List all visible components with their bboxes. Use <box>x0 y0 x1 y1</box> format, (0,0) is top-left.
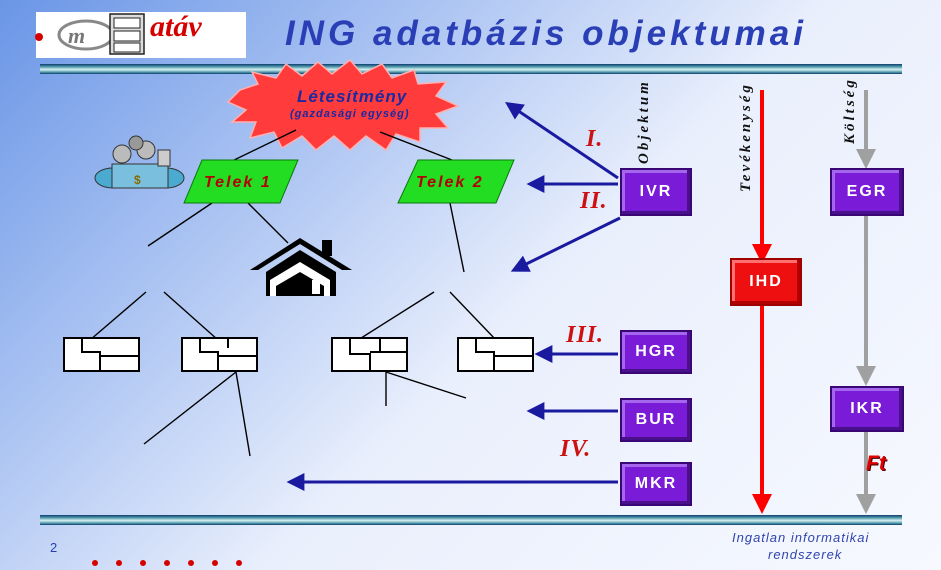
footer-dot <box>188 560 194 566</box>
logo: m <box>36 12 246 58</box>
tevekenyseg-column-label: Tevékenység <box>738 82 754 192</box>
footer-dot <box>116 560 122 566</box>
footer-dot <box>92 560 98 566</box>
telek1-label: Telek 1 <box>204 174 272 191</box>
telek2-shape <box>397 159 515 204</box>
house-icon <box>250 238 352 296</box>
mkr-box: MKR <box>620 462 692 506</box>
ikr-box: IKR <box>830 386 904 432</box>
logo-text: atáv <box>150 10 202 43</box>
letesitmeny-starburst <box>226 58 460 152</box>
ft-label: Ft <box>866 452 886 475</box>
telek1-shape <box>183 159 299 204</box>
hgr-box: HGR <box>620 330 692 374</box>
ivr-box: IVR <box>620 168 692 216</box>
logo-graphic: m <box>57 13 145 55</box>
room-shapes <box>63 337 534 372</box>
objektum-column-label: Objektum <box>636 79 652 164</box>
egr-box: EGR <box>830 168 904 216</box>
koltseg-column-label: Költség <box>842 77 858 144</box>
logo-dot <box>35 33 43 41</box>
roman-i: I. <box>586 126 604 152</box>
bur-box: BUR <box>620 398 692 442</box>
footer-line-1: Ingatlan informatikai <box>732 530 870 545</box>
blue-arrows <box>286 101 621 491</box>
machinery-icon: $ <box>94 135 185 189</box>
footer-dot <box>164 560 170 566</box>
roman-iii: III. <box>566 322 605 348</box>
footer-dot <box>212 560 218 566</box>
page-number: 2 <box>50 540 58 555</box>
letesitmeny-sublabel: (gazdasági egység) <box>290 108 410 120</box>
tree-lines <box>89 129 497 457</box>
svg-text:$: $ <box>134 173 141 187</box>
svg-text:m: m <box>68 23 85 48</box>
ihd-box: IHD <box>730 258 802 306</box>
top-divider <box>40 64 902 74</box>
footer-dot <box>236 560 242 566</box>
bottom-divider <box>40 515 902 525</box>
footer-line-2: rendszerek <box>768 547 843 562</box>
telek2-label: Telek 2 <box>416 174 484 191</box>
roman-iv: IV. <box>560 436 592 462</box>
roman-ii: II. <box>580 188 608 214</box>
letesitmeny-label: Létesítmény <box>297 87 408 106</box>
footer-dot <box>140 560 146 566</box>
page-title: ING adatbázis objektumai <box>285 14 807 53</box>
